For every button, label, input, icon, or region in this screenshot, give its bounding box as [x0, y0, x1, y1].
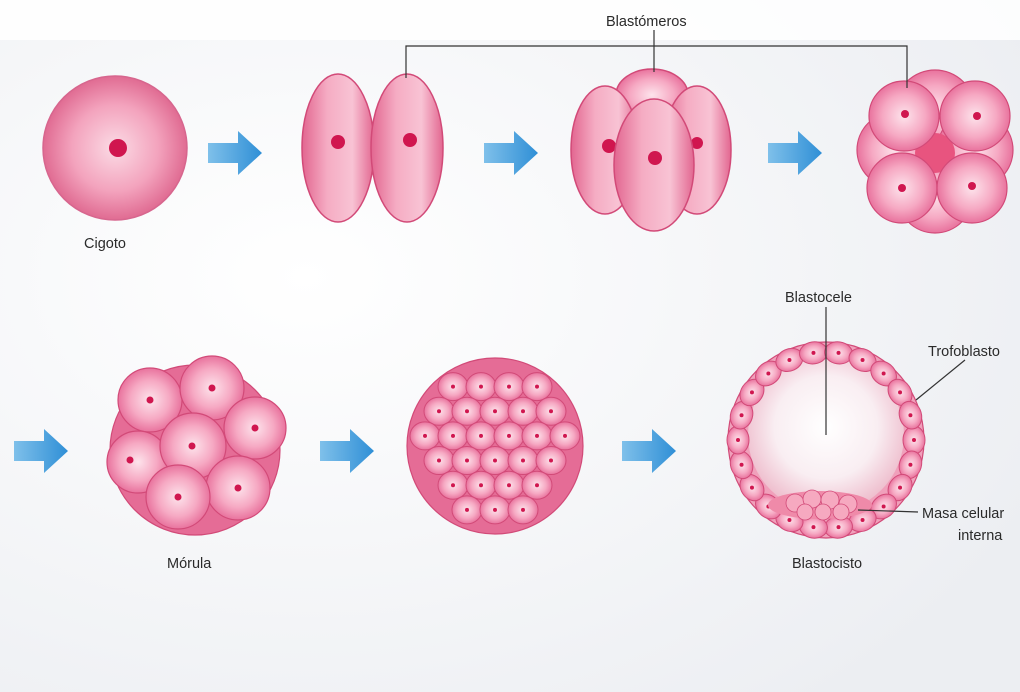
label-blastomeros: Blastómeros — [606, 14, 687, 30]
four-cell-stage — [571, 69, 731, 231]
nucleus — [648, 151, 662, 165]
label-masa-celular-interna: interna — [958, 528, 1003, 544]
nucleus — [403, 133, 417, 147]
nucleus — [331, 135, 345, 149]
label-trofoblasto: Trofoblasto — [928, 344, 1000, 360]
top-band — [0, 0, 1020, 40]
eight-cell-stage — [857, 70, 1013, 233]
nucleus — [109, 139, 127, 157]
late-morula — [407, 358, 583, 534]
label-morula: Mórula — [167, 556, 212, 572]
label-masa-celular: Masa celular — [922, 506, 1004, 522]
label-blastocisto: Blastocisto — [792, 556, 862, 572]
label-blastocele: Blastocele — [785, 290, 852, 306]
label-cigoto: Cigoto — [84, 236, 126, 252]
zygote-cell — [43, 76, 187, 220]
